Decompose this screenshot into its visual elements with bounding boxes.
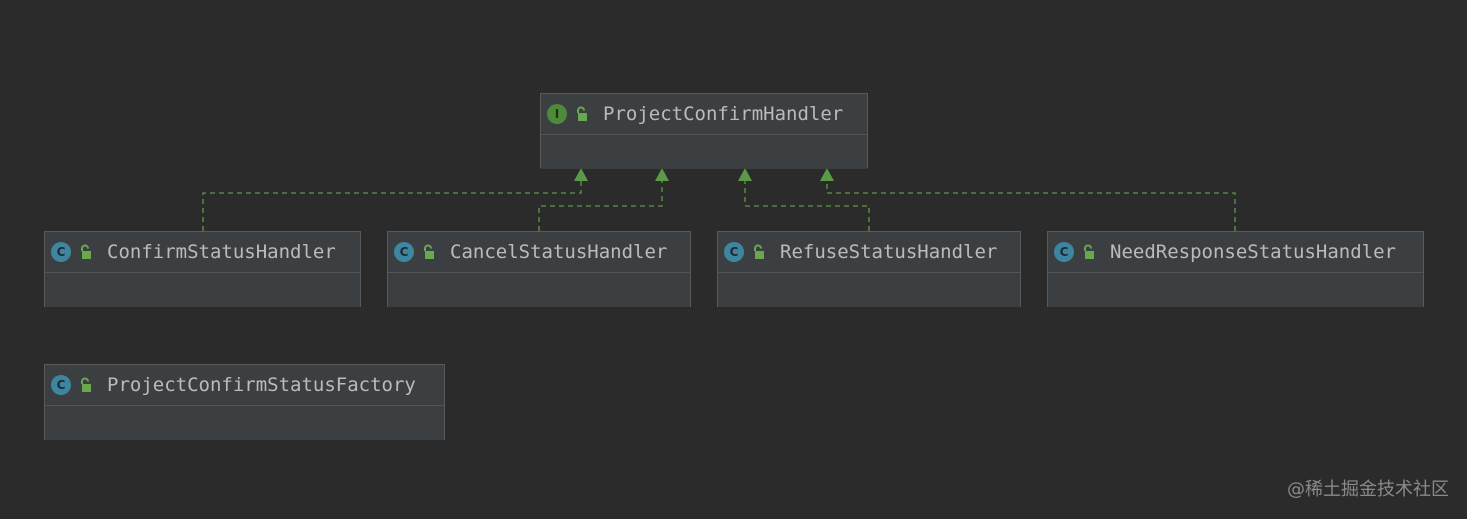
- node-header: C RefuseStatusHandler: [718, 232, 1020, 273]
- class-name: NeedResponseStatusHandler: [1110, 241, 1396, 263]
- public-lock-icon: [754, 244, 764, 259]
- class-name: ProjectConfirmStatusFactory: [107, 374, 416, 396]
- public-lock-icon: [424, 244, 434, 259]
- edge-confirm-to-interface-arrowhead: [574, 168, 588, 181]
- class-name: RefuseStatusHandler: [780, 241, 998, 263]
- class-circle-icon: C: [394, 242, 414, 262]
- class-name: ConfirmStatusHandler: [107, 241, 336, 263]
- class-node-needresponsestatushandler[interactable]: C NeedResponseStatusHandler: [1047, 231, 1424, 307]
- edge-cancel-to-interface: [538, 180, 663, 231]
- class-node-refusestatushandler[interactable]: C RefuseStatusHandler: [717, 231, 1021, 307]
- node-header: I ProjectConfirmHandler: [541, 94, 867, 135]
- public-lock-icon: [81, 244, 91, 259]
- node-header: C CancelStatusHandler: [388, 232, 690, 273]
- interface-node-projectconfirmhandler[interactable]: I ProjectConfirmHandler: [540, 93, 868, 169]
- interface-circle-icon: I: [547, 104, 567, 124]
- public-lock-icon: [81, 377, 91, 392]
- node-members-area: [45, 406, 444, 440]
- node-members-area: [541, 135, 867, 169]
- class-circle-icon: C: [51, 375, 71, 395]
- edge-needresponse-to-interface: [826, 180, 1236, 231]
- class-node-cancelstatushandler[interactable]: C CancelStatusHandler: [387, 231, 691, 307]
- node-header: C NeedResponseStatusHandler: [1048, 232, 1423, 273]
- edge-cancel-to-interface-arrowhead: [655, 168, 669, 181]
- class-name: CancelStatusHandler: [450, 241, 668, 263]
- class-circle-icon: C: [1054, 242, 1074, 262]
- node-header: C ConfirmStatusHandler: [45, 232, 360, 273]
- edge-refuse-to-interface-arrowhead: [738, 168, 752, 181]
- class-circle-icon: C: [51, 242, 71, 262]
- edge-refuse-to-interface: [744, 180, 870, 231]
- interface-name: ProjectConfirmHandler: [603, 103, 844, 125]
- watermark: @稀土掘金技术社区: [1287, 479, 1449, 500]
- node-header: C ProjectConfirmStatusFactory: [45, 365, 444, 406]
- public-lock-icon: [1084, 244, 1094, 259]
- node-members-area: [1048, 273, 1423, 307]
- class-node-projectconfirmstatusfactory[interactable]: C ProjectConfirmStatusFactory: [44, 364, 445, 440]
- class-circle-icon: C: [724, 242, 744, 262]
- edge-needresponse-to-interface-arrowhead: [820, 168, 834, 181]
- edge-confirm-to-interface: [202, 180, 582, 231]
- node-members-area: [388, 273, 690, 307]
- node-members-area: [45, 273, 360, 307]
- public-lock-icon: [577, 106, 587, 121]
- class-node-confirmstatushandler[interactable]: C ConfirmStatusHandler: [44, 231, 361, 307]
- node-members-area: [718, 273, 1020, 307]
